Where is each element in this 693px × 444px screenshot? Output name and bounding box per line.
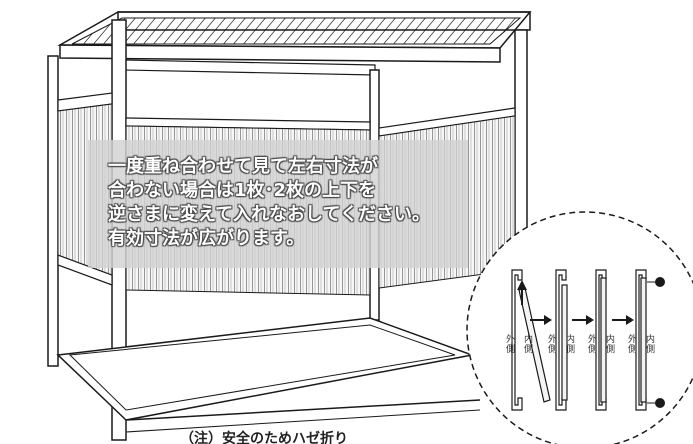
step4-outer-label: 外側 [628,333,637,355]
step1-inner-label: 内側 [524,333,533,355]
instruction-note-line: 一度重ね合わせて見て左右寸法が [108,156,378,177]
detail-step-3 [595,269,607,411]
instruction-note: 一度重ね合わせて見て左右寸法が 合わない場合は1枚･2枚の上下を 逆さまに変えて… [108,155,430,251]
step1-outer-label: 外側 [506,333,515,355]
instruction-note-line: 合わない場合は1枚･2枚の上下を [108,180,377,201]
detail-step-2 [555,269,568,411]
instruction-note-line: 有効寸法が広がります。 [108,228,305,249]
instruction-note-line: 逆さまに変えて入れなおしてください。 [108,204,431,225]
fastener-top-marker [655,277,665,287]
step3-outer-label: 外側 [588,333,597,355]
step2-outer-label: 外側 [548,333,557,355]
shed-roof [57,11,532,76]
arrow-3 [612,315,634,325]
detail-step-1 [511,269,551,411]
step4-inner-label: 内側 [646,333,655,355]
arrow-1 [530,315,552,325]
safety-caption: （注）安全のためハゼ折り [180,431,348,444]
detail-circle: 外側 内側 外側 内側 外側 内側 外側 内側 [466,211,693,444]
step3-inner-label: 内側 [606,333,615,355]
step2-inner-label: 内側 [566,333,575,355]
instruction-note-background [88,140,468,268]
arrow-2 [572,315,594,325]
fastener-bottom-marker [655,398,665,408]
detail-step-4 [635,269,665,411]
